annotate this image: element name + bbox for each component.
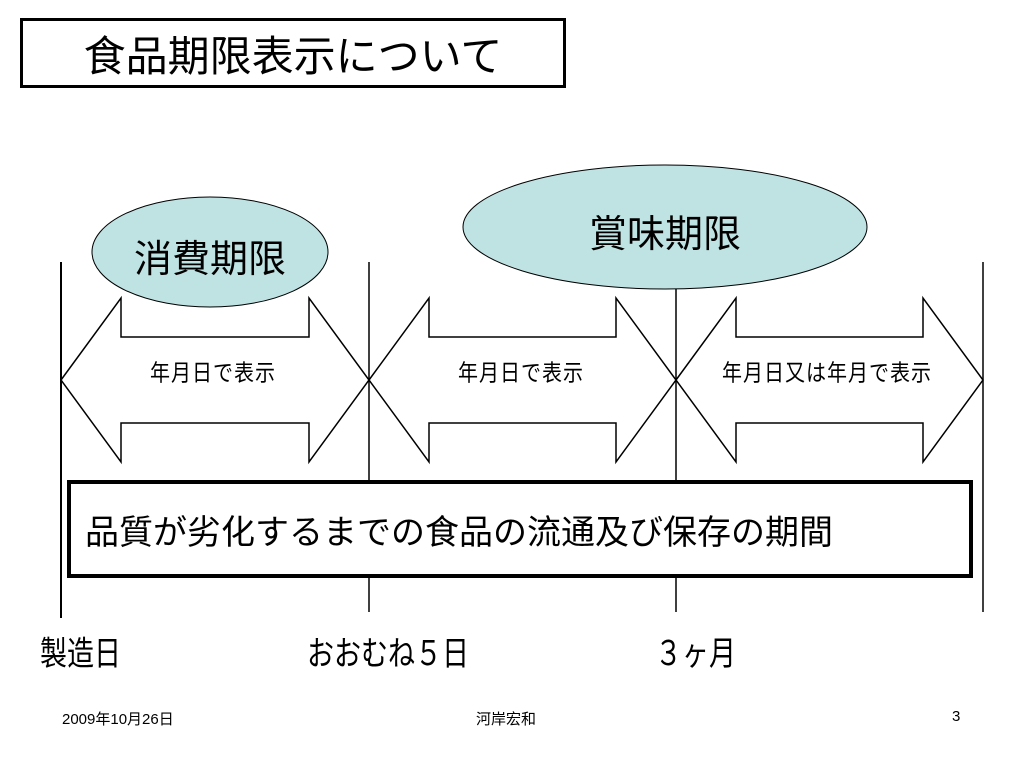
axis-label-manufacture: 製造日 (40, 634, 121, 674)
consume-ellipse (91, 196, 329, 308)
quality-period-box: 品質が劣化するまでの食品の流通及び保存の期間 (67, 480, 973, 578)
best-before-ellipse (462, 164, 868, 290)
axis-label-5days: おおむね５日 (307, 634, 469, 674)
double-arrow-3 (675, 295, 984, 465)
arrow-label-2: 年月日で表示 (458, 358, 584, 387)
quality-period-text: 品質が劣化するまでの食品の流通及び保存の期間 (85, 512, 833, 553)
arrows-layer (60, 295, 984, 465)
axis-label-3months: ３ヶ月 (655, 634, 736, 674)
footer-page-number: 3 (952, 708, 961, 725)
consume-label: 消費期限 (133, 237, 286, 281)
footer-author: 河岸宏和 (476, 711, 537, 728)
arrow-label-3: 年月日又は年月で表示 (722, 358, 932, 387)
footer-date: 2009年10月26日 (62, 711, 174, 728)
best-before-label: 賞味期限 (588, 212, 741, 256)
slide-title: 食品期限表示について (20, 18, 566, 88)
arrow-label-1: 年月日で表示 (150, 358, 276, 387)
